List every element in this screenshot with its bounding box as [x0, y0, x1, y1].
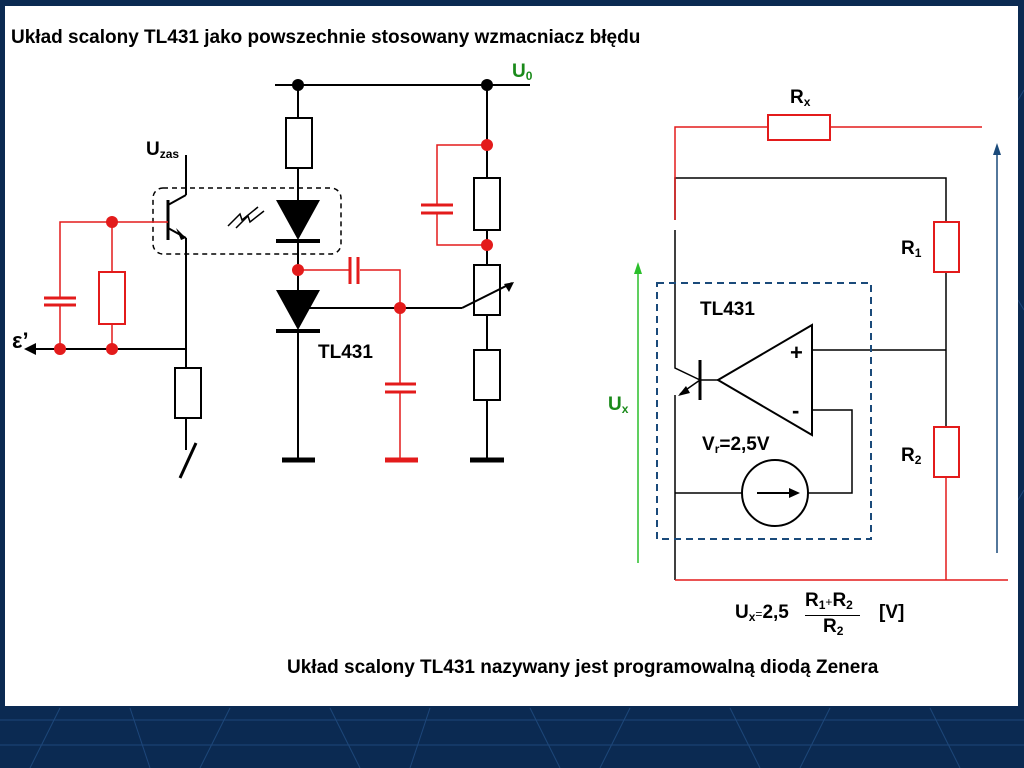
r1-label: R1 — [901, 238, 922, 260]
optocoupler-box — [152, 187, 342, 255]
r2-label: R2 — [901, 445, 922, 467]
ic-output-arrow-icon — [678, 386, 690, 396]
ux-label: Ux — [608, 394, 629, 416]
potentiometer-arrowhead-icon — [504, 282, 514, 292]
tl431-diode-icon — [276, 290, 320, 330]
light-arrows-icon — [227, 206, 265, 229]
vref-label: Vr=2,5V — [702, 434, 770, 456]
resistor-lower-right — [473, 349, 501, 401]
opamp-triangle-icon — [716, 323, 813, 437]
slide-canvas — [5, 6, 1018, 706]
red-junction-dots — [54, 139, 493, 355]
left-tl431-label: TL431 — [318, 342, 373, 363]
slide-title: Układ scalony TL431 jako powszechnie sto… — [11, 27, 641, 48]
formula-denominator: R2 — [823, 616, 844, 638]
epsilon-label: ε’ — [12, 328, 29, 353]
minus-label: - — [792, 398, 800, 423]
total-arrowhead-icon — [993, 143, 1001, 155]
resistor-top — [285, 117, 313, 169]
potentiometer-arrow — [461, 282, 513, 309]
right-circuit-wires — [674, 177, 947, 580]
led-diode-icon — [276, 200, 320, 240]
resistor-red-left — [98, 271, 126, 325]
switch-icon — [178, 442, 198, 479]
tl431-dashed-box — [656, 282, 872, 540]
resistor-r1 — [933, 221, 960, 273]
red-capacitors — [44, 203, 453, 463]
formula-lhs: Ux=2,5 — [735, 602, 789, 624]
formula-unit: [V] — [879, 602, 905, 623]
resistor-upper-right — [473, 177, 501, 231]
plus-label: + — [790, 340, 803, 365]
formula-numerator: R1+R2 — [805, 590, 853, 612]
right-red-wires — [674, 126, 1008, 581]
resistor-r2 — [933, 426, 960, 478]
resistor-rx — [767, 114, 831, 141]
reference-arrowhead-icon — [789, 488, 800, 498]
u0-label: U0 — [512, 61, 533, 83]
emitter-arrow-icon — [176, 228, 186, 240]
formula-fraction-bar — [805, 615, 860, 616]
black-junction-dots — [292, 79, 493, 91]
rx-label: Rx — [790, 87, 811, 109]
output-arrow-icon — [24, 343, 36, 355]
ux-arrowhead-icon — [634, 262, 642, 274]
resistor-emitter — [174, 367, 202, 419]
slide-caption: Układ scalony TL431 nazywany jest progra… — [287, 657, 879, 678]
right-tl431-label: TL431 — [700, 299, 755, 320]
left-red-wires — [59, 144, 487, 460]
uzas-label: Uzas — [146, 139, 180, 161]
